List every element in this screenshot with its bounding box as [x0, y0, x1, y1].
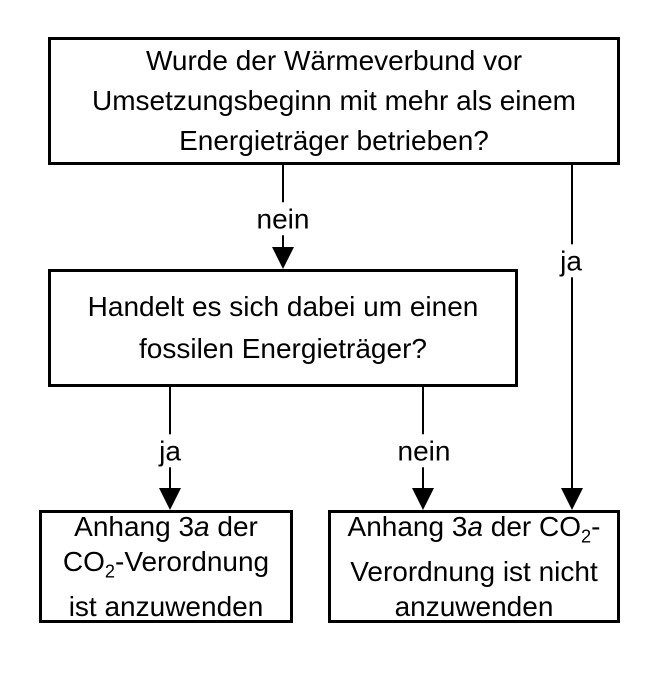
arrowhead-q2-to-not-apply: [412, 488, 434, 510]
result-box-annex-applies: Anhang 3a der CO2-Verordnung ist anzuwen…: [39, 510, 293, 623]
result-not-apply-line1: Anhang 3a der CO2-: [347, 510, 601, 547]
connector-q1-to-not-apply: [571, 165, 573, 492]
result-apply-line1: Anhang 3a der: [74, 510, 258, 542]
decision-box-q2-line2: fossilen Energieträger?: [139, 333, 427, 364]
edge-label-nein-q2-not-apply: nein: [391, 434, 457, 468]
decision-box-fossil-energy-carrier: Handelt es sich dabei um einen fossilen …: [48, 269, 518, 387]
edge-label-nein-q1-q2: nein: [250, 202, 316, 236]
edge-label-ja-q1-not-apply: ja: [554, 244, 588, 278]
decision-box-multiple-energy-carriers: Wurde der Wärmeverbund vor Umsetzungsbeg…: [48, 37, 620, 165]
edge-label-ja-q2-apply: ja: [153, 434, 187, 468]
decision-box-q1-line1: Wurde der Wärmeverbund vor: [145, 45, 523, 76]
arrowhead-q1-to-q2: [272, 247, 294, 269]
decision-box-q1-line3: Energieträger betrieben?: [179, 125, 489, 156]
result-box-annex-not-applies: Anhang 3a der CO2- Verordnung ist nicht …: [328, 510, 620, 623]
result-not-apply-line2: Verordnung ist nicht: [350, 556, 598, 588]
result-not-apply-line3: anzuwenden: [394, 591, 554, 623]
arrowhead-q2-to-apply: [159, 488, 181, 510]
result-apply-line3: ist anzuwenden: [68, 591, 264, 623]
decision-box-q1-line2: Umsetzungsbeginn mit mehr als einem: [92, 85, 576, 116]
decision-box-q2-line1: Handelt es sich dabei um einen: [87, 291, 479, 322]
result-apply-line2: CO2-Verordnung: [62, 545, 270, 582]
arrowhead-q1-to-not-apply: [561, 488, 583, 510]
